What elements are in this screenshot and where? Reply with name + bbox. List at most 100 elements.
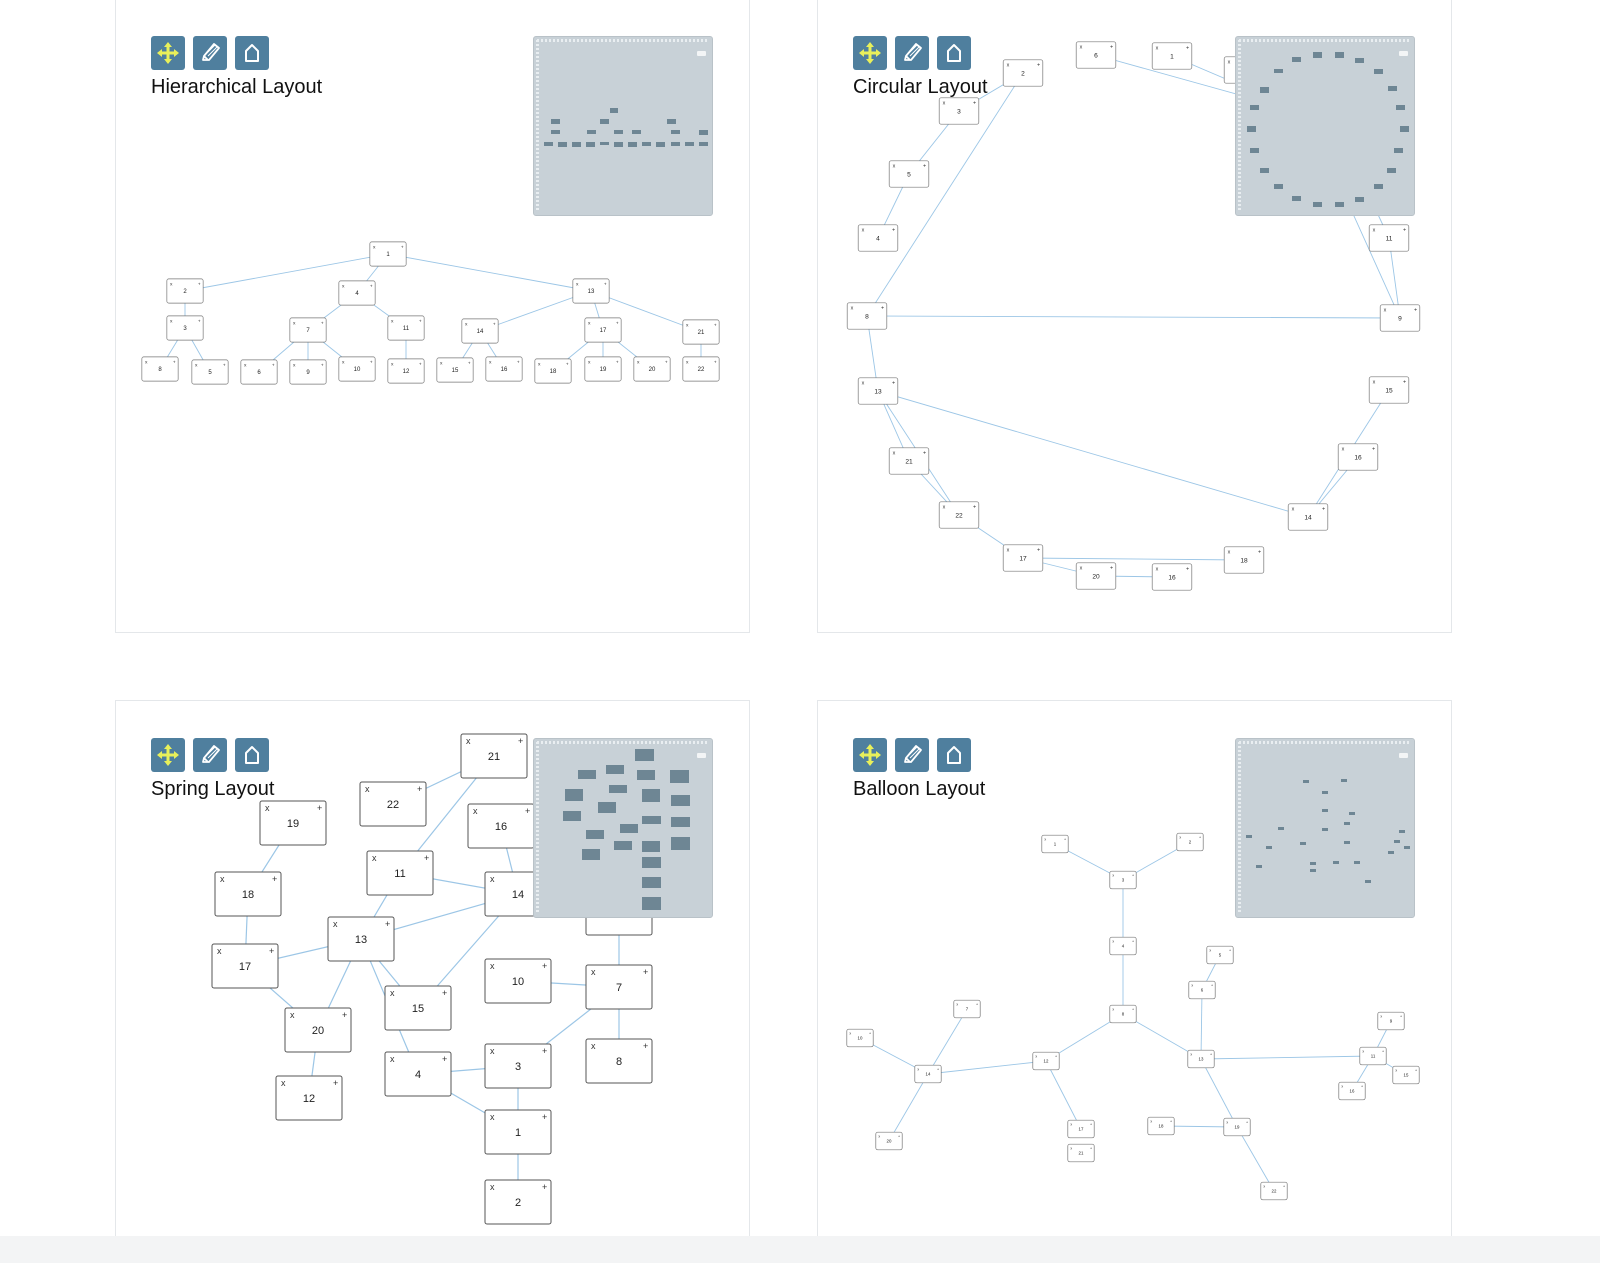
node-expand-icon[interactable]: + bbox=[173, 360, 176, 365]
node-close-icon[interactable]: x bbox=[1044, 837, 1046, 841]
node-close-icon[interactable]: x bbox=[1263, 1184, 1265, 1188]
node-expand-icon[interactable]: + bbox=[869, 1031, 871, 1035]
overview-minimize-button[interactable] bbox=[697, 51, 706, 56]
node-box[interactable] bbox=[259, 800, 327, 846]
node-expand-icon[interactable]: + bbox=[714, 360, 717, 365]
node-box[interactable] bbox=[166, 315, 204, 341]
node-box[interactable] bbox=[384, 985, 452, 1031]
edit-button[interactable] bbox=[193, 738, 227, 772]
node-close-icon[interactable]: x bbox=[1380, 1014, 1382, 1018]
node-box[interactable] bbox=[485, 356, 523, 382]
node-expand-icon[interactable]: + bbox=[419, 362, 422, 367]
node-expand-icon[interactable]: + bbox=[272, 874, 277, 884]
node-close-icon[interactable]: x bbox=[195, 363, 198, 368]
graph-node[interactable]: x+1 bbox=[1041, 834, 1069, 854]
node-close-icon[interactable]: x bbox=[1341, 1084, 1343, 1088]
node-close-icon[interactable]: x bbox=[365, 784, 370, 794]
edit-button[interactable] bbox=[193, 36, 227, 70]
node-expand-icon[interactable]: + bbox=[643, 1041, 648, 1051]
node-box[interactable] bbox=[534, 358, 572, 384]
node-close-icon[interactable]: x bbox=[293, 363, 296, 368]
graph-node[interactable]: x+4 bbox=[338, 280, 376, 306]
home-button[interactable] bbox=[235, 738, 269, 772]
graph-node[interactable]: x+4 bbox=[857, 224, 899, 252]
graph-node[interactable]: x+11 bbox=[366, 850, 434, 896]
node-expand-icon[interactable]: + bbox=[317, 803, 322, 813]
node-box[interactable] bbox=[585, 964, 653, 1010]
home-button[interactable] bbox=[235, 36, 269, 70]
node-box[interactable] bbox=[846, 1028, 874, 1048]
node-expand-icon[interactable]: + bbox=[643, 967, 648, 977]
node-expand-icon[interactable]: + bbox=[321, 321, 324, 326]
node-box[interactable] bbox=[1041, 834, 1069, 854]
node-expand-icon[interactable]: + bbox=[1037, 548, 1040, 554]
node-box[interactable] bbox=[1368, 376, 1410, 404]
node-box[interactable] bbox=[1377, 1011, 1405, 1031]
graph-node[interactable]: x+16 bbox=[485, 356, 523, 382]
node-box[interactable] bbox=[888, 160, 930, 188]
node-box[interactable] bbox=[191, 359, 229, 385]
graph-node[interactable]: x+18 bbox=[1147, 1116, 1175, 1136]
graph-node[interactable]: x+19 bbox=[259, 800, 327, 846]
node-close-icon[interactable]: x bbox=[489, 360, 492, 365]
node-box[interactable] bbox=[366, 850, 434, 896]
node-box[interactable] bbox=[1188, 980, 1216, 1000]
graph-node[interactable]: x+12 bbox=[275, 1075, 343, 1121]
node-expand-icon[interactable]: + bbox=[665, 360, 668, 365]
node-expand-icon[interactable]: + bbox=[1414, 308, 1417, 314]
node-close-icon[interactable]: x bbox=[1342, 447, 1345, 453]
graph-node[interactable]: x+20 bbox=[633, 356, 671, 382]
node-close-icon[interactable]: x bbox=[851, 306, 854, 312]
graph-node[interactable]: x+14 bbox=[1287, 503, 1329, 531]
graph-node[interactable]: x+9 bbox=[1377, 1011, 1405, 1031]
node-close-icon[interactable]: x bbox=[1191, 983, 1193, 987]
node-expand-icon[interactable]: + bbox=[342, 1010, 347, 1020]
node-close-icon[interactable]: x bbox=[862, 381, 865, 387]
node-expand-icon[interactable]: + bbox=[419, 319, 422, 324]
node-box[interactable] bbox=[1032, 1051, 1060, 1071]
node-box[interactable] bbox=[338, 356, 376, 382]
node-box[interactable] bbox=[846, 302, 888, 330]
node-box[interactable] bbox=[1002, 544, 1044, 572]
graph-node[interactable]: x+16 bbox=[1151, 563, 1193, 591]
graph-node[interactable]: x+5 bbox=[1206, 945, 1234, 965]
node-expand-icon[interactable]: + bbox=[616, 360, 619, 365]
graph-node[interactable]: x+22 bbox=[938, 501, 980, 529]
node-expand-icon[interactable]: + bbox=[923, 451, 926, 457]
graph-node[interactable]: x+5 bbox=[191, 359, 229, 385]
node-expand-icon[interactable]: + bbox=[892, 381, 895, 387]
graph-node[interactable]: x+1 bbox=[484, 1109, 552, 1155]
node-box[interactable] bbox=[1067, 1119, 1095, 1139]
graph-node[interactable]: x+2 bbox=[166, 278, 204, 304]
node-box[interactable] bbox=[1359, 1046, 1387, 1066]
graph-node[interactable]: x+1 bbox=[369, 241, 407, 267]
node-expand-icon[interactable]: + bbox=[542, 1112, 547, 1122]
node-box[interactable] bbox=[1109, 870, 1137, 890]
node-expand-icon[interactable]: + bbox=[385, 919, 390, 929]
node-expand-icon[interactable]: + bbox=[1110, 566, 1113, 572]
node-close-icon[interactable]: x bbox=[290, 1010, 295, 1020]
node-box[interactable] bbox=[938, 97, 980, 125]
graph-node[interactable]: x+15 bbox=[384, 985, 452, 1031]
node-expand-icon[interactable]: + bbox=[923, 164, 926, 170]
node-close-icon[interactable]: x bbox=[1070, 1146, 1072, 1150]
graph-node[interactable]: x+13 bbox=[857, 377, 899, 405]
node-expand-icon[interactable]: + bbox=[1186, 567, 1189, 573]
node-expand-icon[interactable]: + bbox=[1258, 550, 1261, 556]
graph-node[interactable]: x+16 bbox=[1338, 1081, 1366, 1101]
node-expand-icon[interactable]: + bbox=[1372, 447, 1375, 453]
node-close-icon[interactable]: x bbox=[1190, 1052, 1192, 1056]
overview-panel-balloon[interactable] bbox=[1235, 738, 1415, 918]
node-expand-icon[interactable]: + bbox=[973, 101, 976, 107]
node-close-icon[interactable]: x bbox=[390, 1054, 395, 1064]
node-box[interactable] bbox=[1206, 945, 1234, 965]
overview-minimize-button[interactable] bbox=[1399, 51, 1408, 56]
node-box[interactable] bbox=[436, 357, 474, 383]
node-expand-icon[interactable]: + bbox=[566, 362, 569, 367]
node-close-icon[interactable]: x bbox=[391, 362, 394, 367]
node-box[interactable] bbox=[387, 358, 425, 384]
graph-node[interactable]: x+15 bbox=[436, 357, 474, 383]
node-expand-icon[interactable]: + bbox=[1382, 1049, 1384, 1053]
node-close-icon[interactable]: x bbox=[490, 874, 495, 884]
node-box[interactable] bbox=[1337, 443, 1379, 471]
